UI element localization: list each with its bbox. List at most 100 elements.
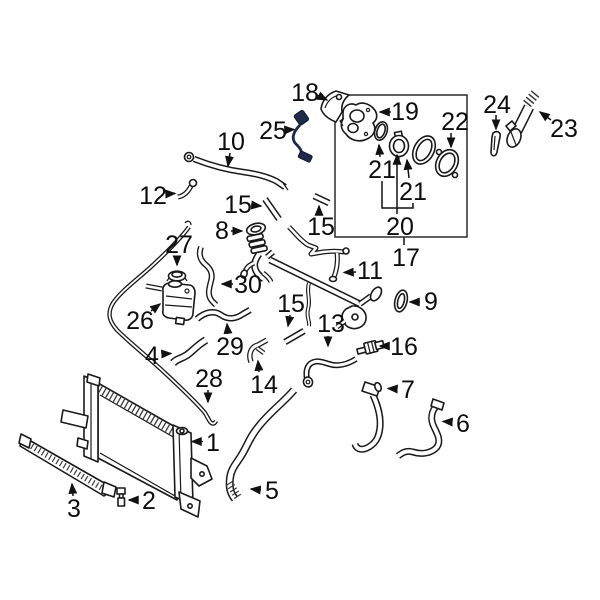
callout-18: 18	[291, 79, 329, 107]
part-13-water-pipe-assembly-drawing	[265, 249, 383, 330]
callout-4: 4	[145, 342, 173, 370]
callout-18-label: 18	[291, 79, 319, 107]
callout-25-arrow	[284, 125, 296, 135]
callout-5-label: 5	[265, 477, 279, 505]
callout-7-label: 7	[401, 376, 415, 404]
callout-13: 13	[317, 310, 345, 348]
part-11-pipe-drawing	[287, 225, 350, 283]
callout-14-arrow	[254, 359, 264, 373]
part-12-clip-drawing	[177, 178, 198, 200]
part-24-clip-drawing	[490, 130, 501, 157]
callout-8-label: 8	[215, 217, 229, 245]
callout-2: 2	[127, 487, 156, 515]
callout-17: 17	[392, 237, 420, 272]
callouts-layer: 1 2 3 4 5 6 7 8	[67, 79, 578, 523]
callout-26-arrow	[149, 303, 162, 314]
part-29-hose-drawing	[194, 307, 252, 322]
part-6-hose-drawing	[395, 398, 445, 459]
callout-9: 9	[408, 288, 438, 316]
part-7-hose-drawing	[351, 381, 384, 453]
callout-13-label: 13	[317, 310, 345, 338]
callout-3-label: 3	[67, 495, 81, 523]
callout-27: 27	[165, 231, 193, 267]
callout-29: 29	[216, 322, 244, 361]
callout-28: 28	[195, 365, 223, 404]
callout-3-arrow	[68, 482, 78, 497]
callout-15a-label: 15	[224, 191, 252, 219]
part-21-oring-drawing	[373, 120, 389, 142]
part-22-pump-cover-drawing	[434, 148, 460, 179]
callout-10-arrow	[225, 152, 234, 168]
callout-15b: 15	[307, 204, 335, 241]
callout-16-label: 16	[390, 333, 418, 361]
callout-21a-arrow	[375, 143, 385, 158]
callout-10-label: 10	[217, 128, 245, 156]
callout-29-arrow	[223, 322, 233, 335]
part-30-pipe-drawing	[196, 245, 219, 308]
callout-11-arrow	[342, 267, 357, 277]
callout-23-label: 23	[550, 115, 578, 143]
callout-12-label: 12	[139, 182, 167, 210]
callout-15c-label: 15	[277, 290, 305, 318]
callout-14-label: 14	[250, 371, 278, 399]
part-16-sensor-drawing	[356, 339, 386, 355]
callout-21a: 21	[368, 143, 396, 184]
part-28-overflow-hose-drawing	[107, 220, 218, 426]
callout-28-label: 28	[195, 365, 223, 393]
part-4-hose-drawing	[170, 336, 209, 366]
callout-16: 16	[378, 333, 418, 361]
part-19-thermostat-housing-drawing	[339, 102, 378, 142]
part-26-coolant-reservoir-drawing	[145, 279, 196, 326]
part-15-tube-a-drawing	[262, 197, 282, 221]
callout-30-label: 30	[234, 271, 262, 299]
callout-12: 12	[139, 182, 177, 210]
part-13-hose-drawing	[302, 356, 358, 388]
callout-21b: 21	[399, 158, 427, 206]
callout-21a-label: 21	[368, 156, 396, 184]
part-14-fitting-drawing	[247, 337, 269, 363]
part-3-air-deflector-drawing	[18, 433, 117, 498]
callout-6: 6	[441, 410, 470, 438]
callout-12-arrow	[165, 189, 177, 199]
callout-23-arrow	[538, 111, 552, 122]
part-5-lower-radiator-hose-drawing	[225, 387, 298, 502]
part-25-temp-sensor-drawing	[291, 109, 313, 163]
callout-29-label: 29	[216, 333, 244, 361]
part-15-tube-c-drawing	[283, 328, 306, 345]
callout-5: 5	[249, 477, 279, 505]
callout-21b-arrow	[403, 158, 413, 179]
callout-11: 11	[342, 257, 383, 285]
callout-24-label: 24	[483, 91, 511, 119]
callout-3: 3	[67, 482, 81, 523]
part-1-radiator-drawing	[60, 373, 213, 518]
callout-30: 30	[220, 271, 262, 299]
callout-8: 8	[215, 217, 244, 245]
callout-9-label: 9	[424, 288, 438, 316]
part-15-tube-b-drawing	[312, 193, 331, 206]
callout-25: 25	[259, 117, 296, 145]
callout-11-label: 11	[357, 257, 383, 285]
callout-18-arrow	[316, 91, 329, 101]
callout-24: 24	[483, 91, 511, 131]
callout-14: 14	[250, 359, 278, 399]
callout-21b-label: 21	[399, 178, 427, 206]
callout-15b-label: 15	[307, 213, 335, 241]
callout-26-label: 26	[126, 307, 154, 335]
callout-19: 19	[378, 98, 419, 126]
callout-22: 22	[441, 108, 469, 149]
callout-6-arrow	[441, 417, 453, 427]
callout-7: 7	[386, 376, 415, 404]
callout-5-arrow	[249, 485, 262, 495]
callout-19-label: 19	[391, 98, 419, 126]
part-27-reservoir-cap-drawing	[166, 270, 188, 282]
part-23-molded-hose-drawing	[505, 89, 540, 148]
callout-20-label: 20	[386, 213, 414, 241]
callout-15a-arrow	[250, 200, 263, 210]
part-9-gasket-drawing	[393, 289, 409, 313]
part-21-thermostat-drawing	[388, 130, 410, 161]
callout-25-label: 25	[259, 117, 287, 145]
callout-2-label: 2	[142, 487, 156, 515]
callout-15c-arrow	[285, 314, 295, 328]
callout-6-label: 6	[456, 410, 470, 438]
